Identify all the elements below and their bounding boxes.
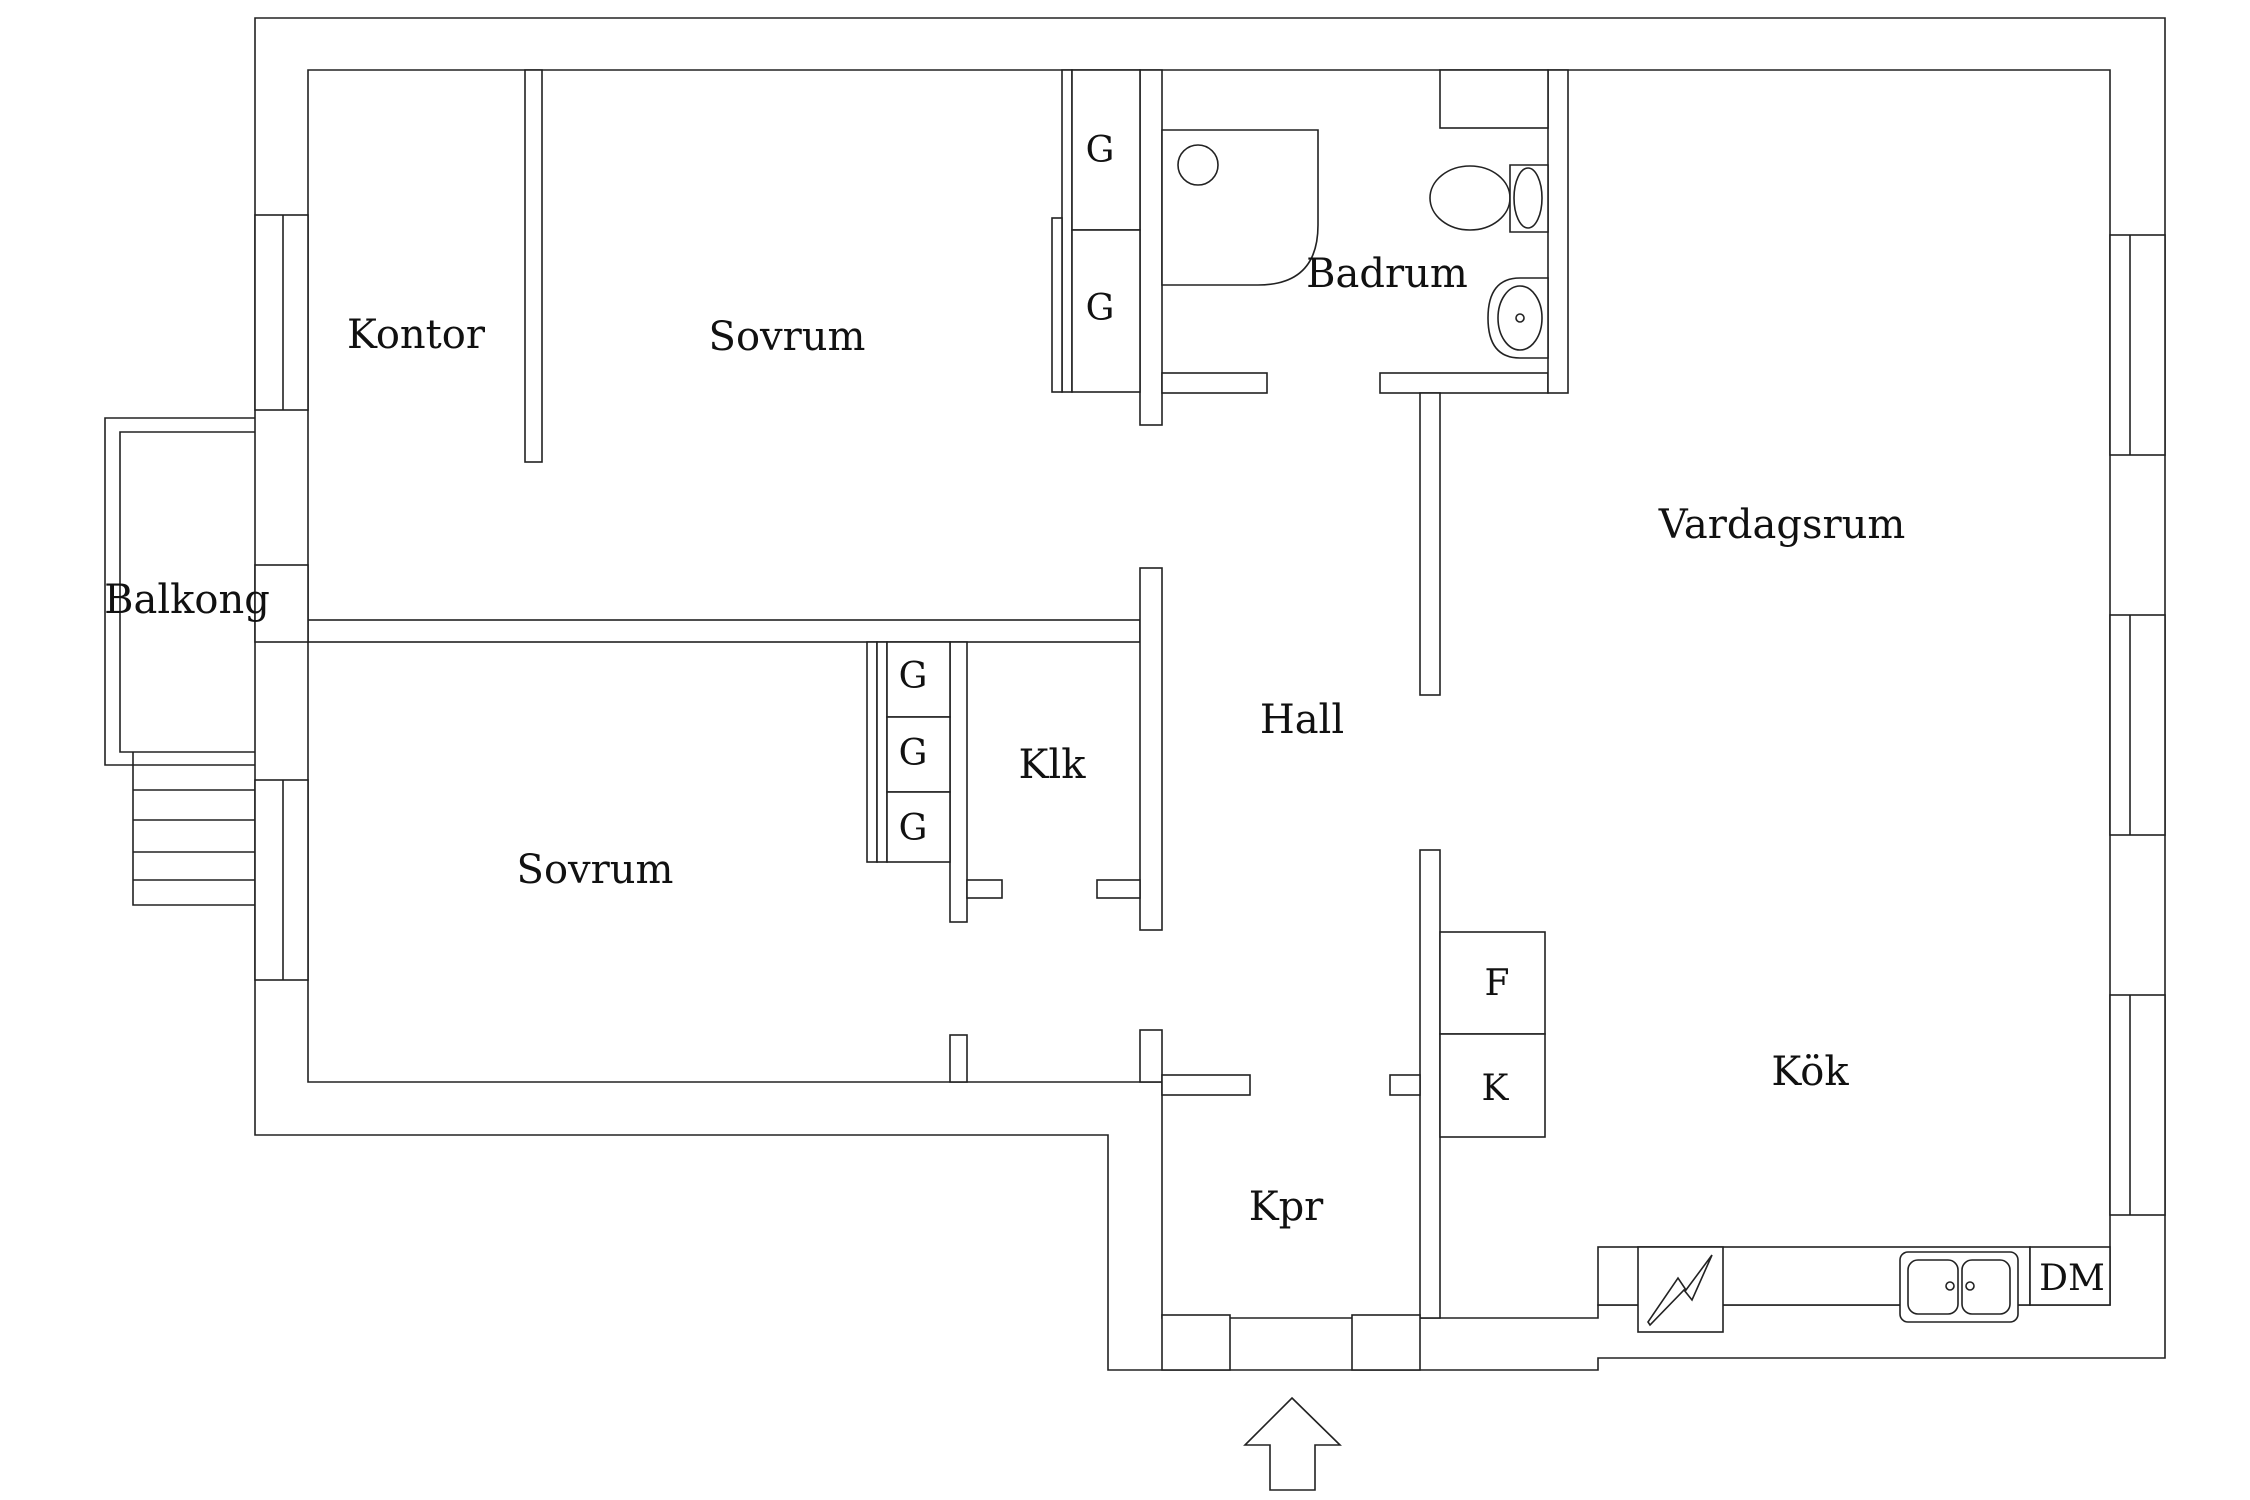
balcony bbox=[104, 417, 255, 906]
sink-icon bbox=[1487, 277, 1549, 359]
entrance-arrow-icon bbox=[1243, 1396, 1342, 1491]
right-windows bbox=[2109, 234, 2166, 1216]
room-label-kontor: Kontor bbox=[347, 312, 486, 358]
left-windows bbox=[254, 214, 309, 981]
shower-icon bbox=[1161, 129, 1319, 286]
kitchen-fixtures bbox=[1439, 931, 2111, 1333]
room-label-klk: Klk bbox=[1019, 742, 1087, 788]
freezer-label: K bbox=[1482, 1068, 1510, 1109]
wardrobe-label: G bbox=[899, 656, 928, 697]
interior-walls bbox=[254, 69, 1569, 1371]
stove-icon bbox=[1637, 1246, 1724, 1333]
stairs-icon bbox=[132, 752, 255, 906]
room-label-badrum: Badrum bbox=[1306, 251, 1468, 297]
room-label-balkong: Balkong bbox=[104, 577, 270, 623]
bathroom-fixtures bbox=[1161, 129, 1549, 359]
room-label-vardagsrum: Vardagsrum bbox=[1658, 502, 1906, 548]
room-label-hall: Hall bbox=[1260, 697, 1344, 743]
room-label-kpr: Kpr bbox=[1249, 1184, 1324, 1230]
wardrobe-label: G bbox=[899, 808, 928, 849]
dishwasher-label: DM bbox=[2039, 1258, 2105, 1299]
wardrobe-label: G bbox=[1086, 130, 1115, 171]
toilet-icon bbox=[1429, 164, 1549, 233]
room-label-sovrum-bottom: Sovrum bbox=[517, 847, 674, 893]
wardrobes bbox=[886, 69, 1141, 863]
fridge-label: F bbox=[1485, 963, 1510, 1004]
wardrobe-label: G bbox=[899, 733, 928, 774]
room-label-sovrum-top: Sovrum bbox=[709, 314, 866, 360]
kitchen-sink-icon bbox=[1899, 1251, 2019, 1323]
room-label-kok: Kök bbox=[1771, 1049, 1849, 1095]
outer-walls bbox=[254, 17, 2166, 1371]
wardrobe-label: G bbox=[1086, 288, 1115, 329]
